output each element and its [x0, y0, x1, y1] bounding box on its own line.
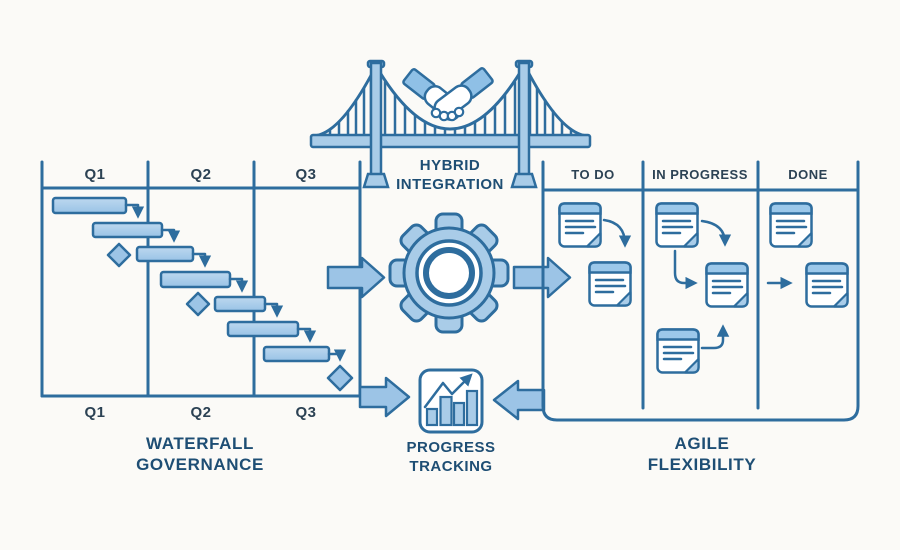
dependency-arrow	[327, 349, 347, 362]
gantt-grid	[40, 160, 362, 398]
kanban-col-header-inprogress: IN PROGRESS	[652, 167, 748, 182]
task-card	[656, 328, 700, 374]
handshake-icon	[402, 67, 494, 122]
bridge-tower-left	[362, 59, 390, 189]
task-card	[805, 262, 849, 308]
gantt-chart	[40, 160, 362, 398]
gantt-bar	[159, 270, 232, 289]
progress-tracking-line1: PROGRESS	[406, 439, 496, 456]
dependency-arrow	[191, 252, 212, 268]
task-card	[588, 261, 632, 307]
dependency-arrow	[160, 228, 181, 243]
agile-flexibility-line1: AGILE	[674, 434, 730, 453]
kanban-col-header-done: DONE	[788, 167, 828, 182]
gantt-milestones	[106, 242, 354, 392]
hybrid-integration-line2: INTEGRATION	[396, 176, 504, 193]
card-flow-arrow	[700, 219, 732, 247]
gantt-col-header-q1: Q1	[84, 166, 106, 183]
kanban-dividers	[641, 160, 760, 410]
dependency-arrow	[263, 302, 284, 318]
progress-bar	[439, 395, 453, 427]
gantt-bar	[226, 320, 300, 338]
flow-arrow-kanban-to-progress	[492, 379, 546, 421]
kanban-col-header-todo: TO DO	[571, 167, 615, 182]
card-flow-arrow	[602, 218, 632, 248]
bridge-deck	[309, 133, 592, 149]
gantt-col-header-q2: Q2	[190, 166, 212, 183]
card-flow-arrow	[700, 324, 730, 350]
gantt-col-footer-q2: Q2	[190, 404, 212, 421]
gantt-col-footer-q1: Q1	[84, 404, 106, 421]
flow-arrow-gantt-to-progress	[358, 376, 411, 418]
agile-flexibility-label: AGILE FLEXIBILITY	[648, 433, 757, 475]
agile-flexibility-line2: FLEXIBILITY	[647, 455, 757, 474]
progress-bar	[465, 389, 479, 427]
bridge-icon	[309, 59, 592, 189]
progress-tracking-line2: TRACKING	[409, 458, 493, 475]
kanban-border	[541, 160, 860, 422]
waterfall-governance-line1: WATERFALL	[145, 434, 255, 453]
dependency-arrow	[228, 277, 249, 293]
trend-line	[423, 373, 473, 409]
task-card	[769, 202, 813, 248]
progress-tracking-label: PROGRESS TRACKING	[406, 438, 495, 476]
progress-bar	[425, 407, 439, 427]
milestone-diamond-icon	[106, 242, 132, 268]
waterfall-governance-line2: GOVERNANCE	[136, 455, 264, 474]
gantt-bars	[51, 196, 331, 363]
gantt-col-header-q3: Q3	[295, 166, 317, 183]
milestone-diamond-icon	[326, 364, 354, 392]
progress-chart-icon	[418, 368, 484, 434]
hybrid-integration-line1: HYBRID	[419, 157, 481, 174]
gear-icon	[388, 212, 510, 334]
bridge-tower-right	[510, 59, 538, 189]
gantt-dependency-arrows	[124, 203, 347, 362]
flow-arrow-gantt-to-gear	[326, 256, 386, 299]
dependency-arrow	[124, 203, 145, 219]
gantt-bar	[262, 345, 331, 363]
flow-arrows	[326, 256, 572, 421]
gantt-bar	[135, 245, 195, 263]
handshake-knuckles	[430, 106, 465, 122]
waterfall-governance-label: WATERFALL GOVERNANCE	[136, 433, 264, 475]
task-card	[705, 262, 749, 308]
gantt-bar	[91, 221, 164, 239]
dependency-arrow	[296, 327, 317, 343]
progress-bar	[452, 401, 466, 427]
kanban-board	[541, 160, 860, 422]
hybrid-integration-label: HYBRID INTEGRATION	[396, 156, 504, 194]
kanban-flow-arrows	[602, 218, 793, 350]
gantt-col-footer-q3: Q3	[295, 404, 317, 421]
gantt-bar	[51, 196, 128, 215]
task-card	[655, 202, 699, 248]
task-card	[558, 202, 602, 248]
gantt-bar	[213, 295, 267, 313]
milestone-diamond-icon	[185, 291, 211, 317]
card-flow-arrow	[673, 249, 698, 290]
